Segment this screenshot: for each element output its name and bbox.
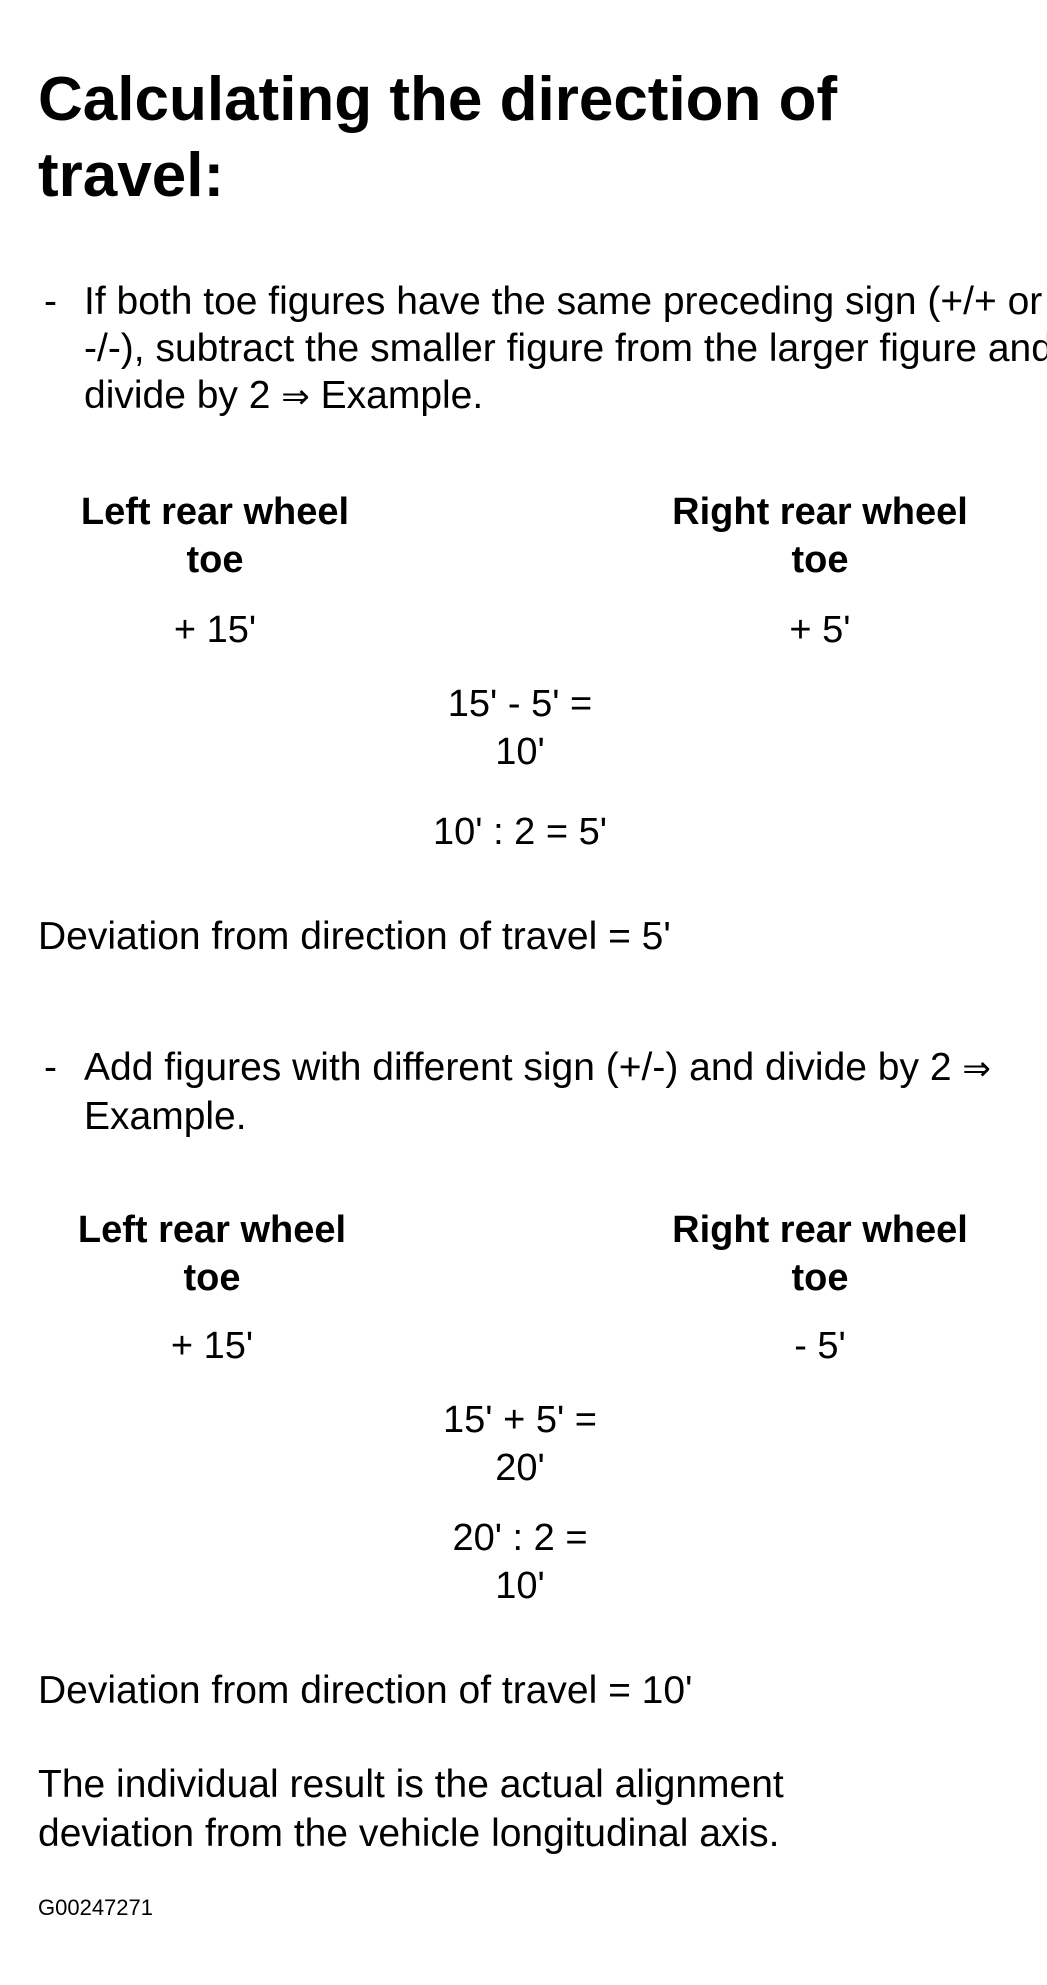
figure-code: G00247271	[38, 1895, 153, 1920]
calculation-divide: 10' : 2 = 5'	[432, 811, 608, 853]
deviation-result: Deviation from direction of travel = 10'	[38, 1669, 693, 1712]
calculation-subtract: 15' - 5' = 10'	[447, 683, 593, 773]
left-rear-wheel-toe-header: Left rear wheel toe	[77, 1209, 347, 1299]
deviation-result: Deviation from direction of travel = 5'	[38, 915, 671, 958]
left-toe-value: + 15'	[173, 609, 257, 651]
right-toe-value: + 5'	[789, 609, 851, 651]
instruction-same-sign: -If both toe figures have the same prece…	[44, 278, 1047, 421]
example-link[interactable]: Example.	[320, 374, 484, 417]
example-link[interactable]: Example.	[84, 1095, 247, 1138]
instruction-different-sign: -Add figures with different sign (+/-) a…	[44, 1044, 1047, 1140]
right-rear-wheel-toe-header: Right rear wheel toe	[672, 1209, 968, 1299]
calculation-divide: 20' : 2 = 10'	[452, 1517, 588, 1607]
page-title: Calculating the direction of travel:	[38, 65, 838, 210]
right-rear-wheel-toe-header: Right rear wheel toe	[672, 491, 968, 581]
arrow-right-icon: ⇒	[281, 377, 310, 417]
conclusion-text: The individual result is the actual alig…	[38, 1763, 784, 1855]
instruction-text: If both toe figures have the same preced…	[84, 280, 1047, 417]
left-toe-value: + 15'	[170, 1325, 254, 1367]
bullet-marker: -	[44, 1046, 57, 1089]
bullet-marker: -	[44, 280, 57, 323]
instruction-text: Add figures with different sign (+/-) an…	[84, 1046, 952, 1089]
arrow-right-icon: ⇒	[962, 1049, 991, 1089]
right-toe-value: - 5'	[794, 1325, 846, 1367]
left-rear-wheel-toe-header: Left rear wheel toe	[80, 491, 350, 581]
calculation-add: 15' + 5' = 20'	[443, 1399, 597, 1489]
